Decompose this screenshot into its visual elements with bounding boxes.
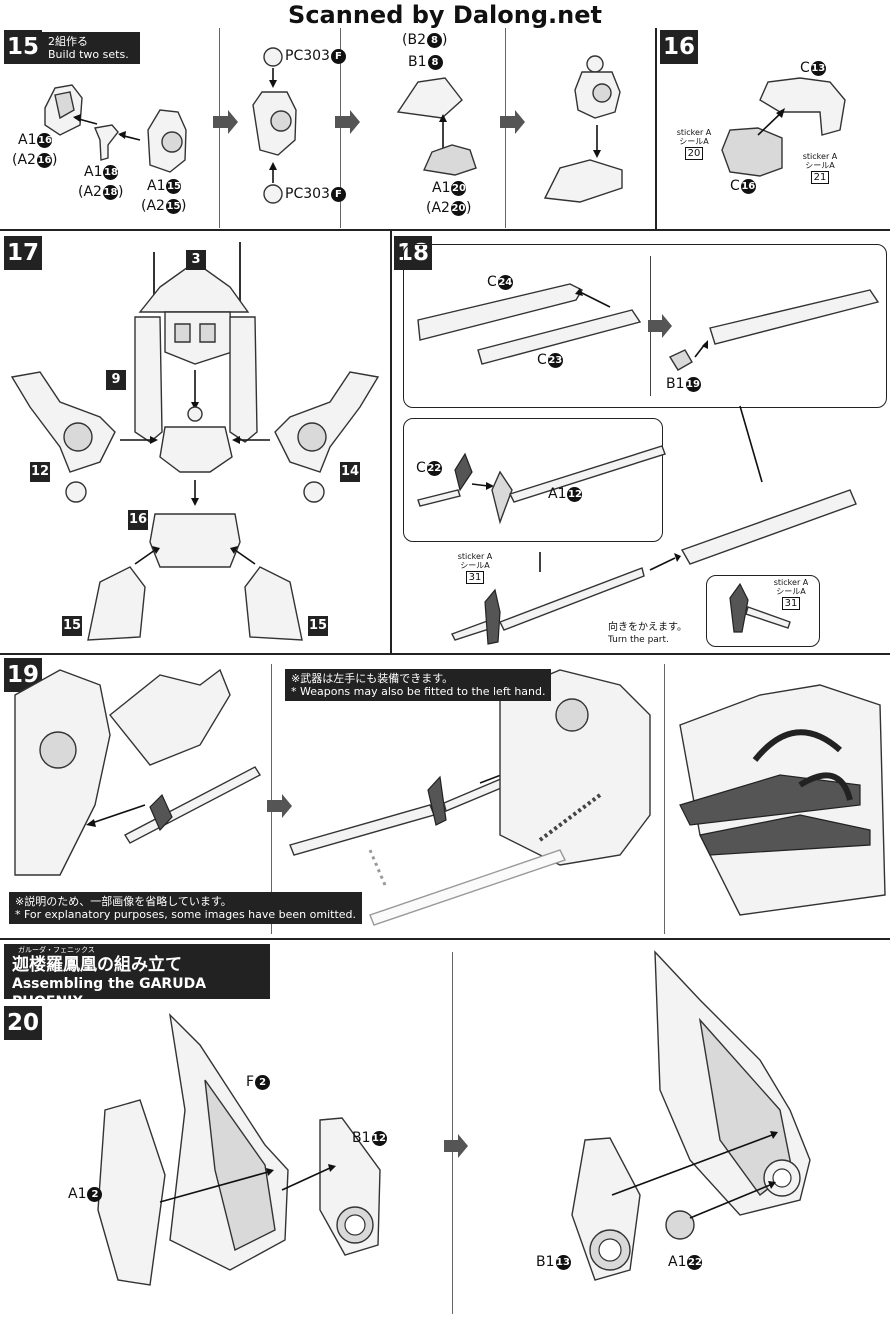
part-tag-16: 16: [128, 510, 148, 530]
step-18-illustration: [417, 283, 880, 645]
garuda-ruby: ガルーダ・フェニックス: [18, 946, 95, 954]
part-tag-9: 9: [106, 370, 126, 390]
divider: [0, 653, 890, 655]
step-20-illustration: [97, 950, 811, 1286]
divider: [655, 28, 657, 230]
divider: [0, 938, 890, 940]
images-omitted-note: ※説明のため、一部画像を省略しています。* For explanatory pu…: [9, 892, 363, 924]
part-tag-15-left: 15: [62, 616, 82, 636]
step-18-upper-panel: [403, 244, 887, 408]
divider: [390, 231, 392, 653]
step-17-number: 17: [4, 236, 42, 270]
part-tag-15-right: 15: [308, 616, 328, 636]
garuda-title-jp: 迦楼羅鳳凰の組み立て: [12, 955, 182, 975]
step-15-number: 15: [4, 30, 42, 64]
step-18-sword-panel: [403, 418, 663, 542]
step-15-note: 2組作る Build two sets.: [42, 32, 140, 64]
step-15-note-jp: 2組作る: [48, 35, 88, 48]
part-tag-3: 3: [186, 250, 206, 270]
step-15-note-en: Build two sets.: [48, 48, 129, 61]
part-tag-12: 12: [30, 462, 50, 482]
step-20-number: 20: [4, 1006, 42, 1040]
part-tag-14: 14: [340, 462, 360, 482]
step-19-illustration: [14, 668, 886, 926]
divider: [0, 229, 890, 231]
turn-part-note: 向きをかえます。Turn the part.: [608, 622, 687, 645]
divider: [271, 664, 272, 934]
watermark-header: Scanned by Dalong.net: [288, 1, 602, 29]
divider: [664, 664, 665, 934]
garuda-phoenix-heading: ガルーダ・フェニックス 迦楼羅鳳凰の組み立て Assembling the GA…: [4, 944, 270, 1010]
divider: [452, 952, 453, 1314]
step-15-illustration: [44, 47, 846, 204]
step-16-number: 16: [660, 30, 698, 64]
step-18-turn-panel: [706, 575, 820, 647]
weapon-left-hand-note: ※武器は左手にも装備できます。* Weapons may also be fit…: [285, 669, 552, 701]
step-17-illustration: [10, 242, 380, 641]
